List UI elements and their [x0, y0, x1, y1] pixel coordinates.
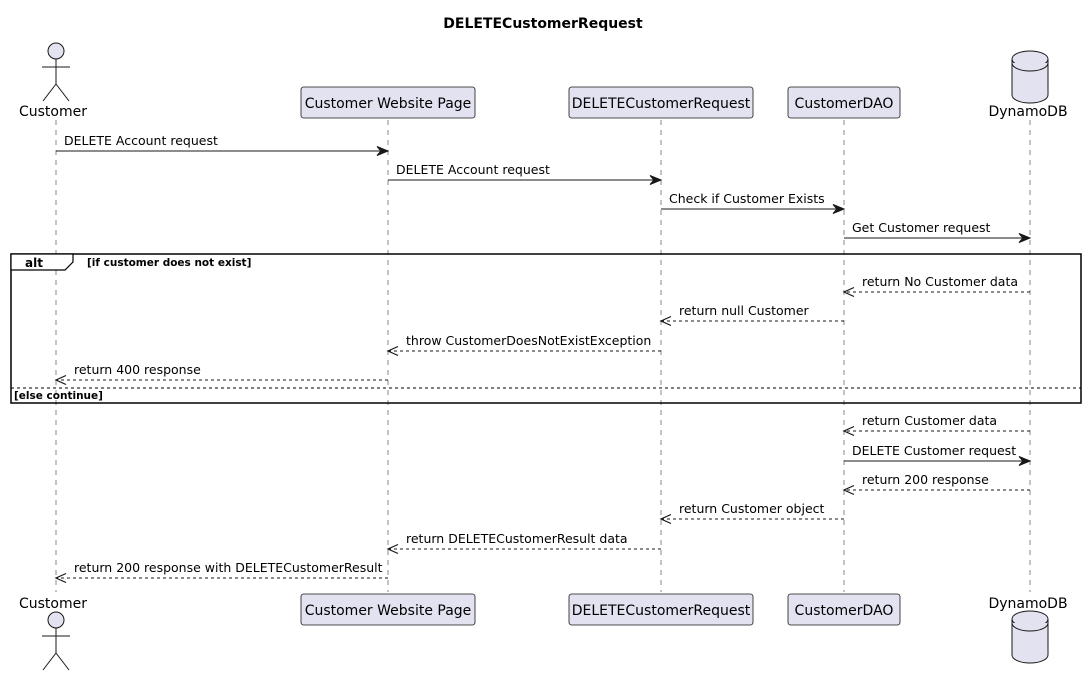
message-label: DELETE Customer request [852, 443, 1016, 458]
arrowhead-icon [842, 286, 855, 298]
message-label: return 200 response [862, 472, 989, 487]
message-arrow: throw CustomerDoesNotExistException [386, 333, 661, 357]
message-arrow: DELETE Account request [56, 133, 390, 156]
participant-request-bottom[interactable]: DELETECustomerRequest [568, 593, 754, 626]
database-icon [1011, 610, 1049, 664]
message-arrow: Get Customer request [844, 220, 1032, 243]
message-label: Get Customer request [852, 220, 991, 235]
fragment-condition: [if customer does not exist] [87, 257, 251, 269]
message-arrow: DELETE Account request [388, 162, 663, 185]
participant-label: Customer Website Page [305, 96, 472, 112]
participant-label: Customer [19, 596, 87, 612]
message-arrow: return 400 response [54, 362, 388, 386]
arrowhead-icon [649, 175, 663, 185]
participant-request-top[interactable]: DELETECustomerRequest [568, 86, 754, 119]
participant-dao-bottom[interactable]: CustomerDAO [787, 593, 901, 626]
message-label: DELETE Account request [64, 133, 218, 148]
fragment-else-condition: [else continue] [14, 390, 103, 402]
actor-leg-left [42, 652, 57, 671]
participant-website-bottom[interactable]: Customer Website Page [300, 593, 476, 626]
message-arrow: Check if Customer Exists [661, 191, 846, 214]
database-rim [1011, 62, 1049, 72]
arrowhead-icon [659, 513, 672, 525]
arrowhead-icon [1018, 456, 1032, 466]
participant-label: CustomerDAO [795, 603, 894, 619]
actor-leg-left [42, 83, 57, 102]
message-label: return DELETECustomerResult data [406, 531, 628, 546]
actor-customer-top[interactable]: Customer [19, 42, 87, 120]
message-arrow: return Customer object [659, 501, 844, 525]
message-arrow: return null Customer [659, 303, 844, 327]
participant-label: CustomerDAO [795, 96, 894, 112]
message-arrow: DELETE Customer request [844, 443, 1032, 466]
participant-dao-top[interactable]: CustomerDAO [787, 86, 901, 119]
arrowhead-icon [54, 374, 67, 386]
database-dynamo-bottom[interactable]: DynamoDB [988, 596, 1068, 664]
message-label: return Customer object [679, 501, 825, 516]
actor-leg-right [55, 83, 70, 102]
arrowhead-icon [54, 572, 67, 584]
participant-label: DynamoDB [988, 596, 1067, 612]
message-label: return Customer data [862, 413, 997, 428]
database-dynamo-top[interactable]: DynamoDB [988, 50, 1068, 120]
message-label: return null Customer [679, 303, 810, 318]
message-arrow: return 200 response [842, 472, 1030, 496]
actor-customer-bottom[interactable]: Customer [19, 596, 87, 671]
arrowhead-icon [1018, 233, 1032, 243]
participant-box [300, 86, 476, 119]
database-rim [1011, 622, 1049, 632]
message-arrow: return Customer data [842, 413, 1030, 437]
participant-label: Customer Website Page [305, 603, 472, 619]
message-label: Check if Customer Exists [669, 191, 825, 206]
message-arrow: return 200 response with DELETECustomerR… [54, 560, 388, 584]
diagram-title: DELETECustomerRequest [443, 16, 643, 32]
fragment-frame [10, 253, 1082, 404]
message-label: DELETE Account request [396, 162, 550, 177]
message-label: return No Customer data [862, 274, 1018, 289]
arrowhead-icon [386, 543, 399, 555]
actor-head [47, 42, 65, 60]
fragment-label: alt [25, 256, 43, 270]
participant-box [300, 593, 476, 626]
message-label: throw CustomerDoesNotExistException [406, 333, 651, 348]
participant-label: DELETECustomerRequest [572, 96, 751, 112]
fragment-tab [10, 253, 74, 271]
database-icon [1011, 50, 1049, 104]
arrowhead-icon [386, 345, 399, 357]
arrowhead-icon [832, 204, 846, 214]
message-arrow: return DELETECustomerResult data [386, 531, 661, 555]
participant-box [787, 593, 901, 626]
participant-label: Customer [19, 104, 87, 120]
message-arrow: return No Customer data [842, 274, 1030, 298]
alt-fragment: alt [if customer does not exist] [else con… [10, 253, 1082, 404]
message-label: return 400 response [74, 362, 201, 377]
actor-head [47, 611, 65, 629]
participant-label: DELETECustomerRequest [572, 603, 751, 619]
arrowhead-icon [376, 146, 390, 156]
arrowhead-icon [659, 315, 672, 327]
participant-label: DynamoDB [988, 104, 1067, 120]
participant-box [568, 86, 754, 119]
arrowhead-icon [842, 425, 855, 437]
actor-leg-right [55, 652, 70, 671]
arrowhead-icon [842, 484, 855, 496]
message-label: return 200 response with DELETECustomerR… [74, 560, 383, 575]
participant-box [568, 593, 754, 626]
participant-website-top[interactable]: Customer Website Page [300, 86, 476, 119]
participant-box [787, 86, 901, 119]
